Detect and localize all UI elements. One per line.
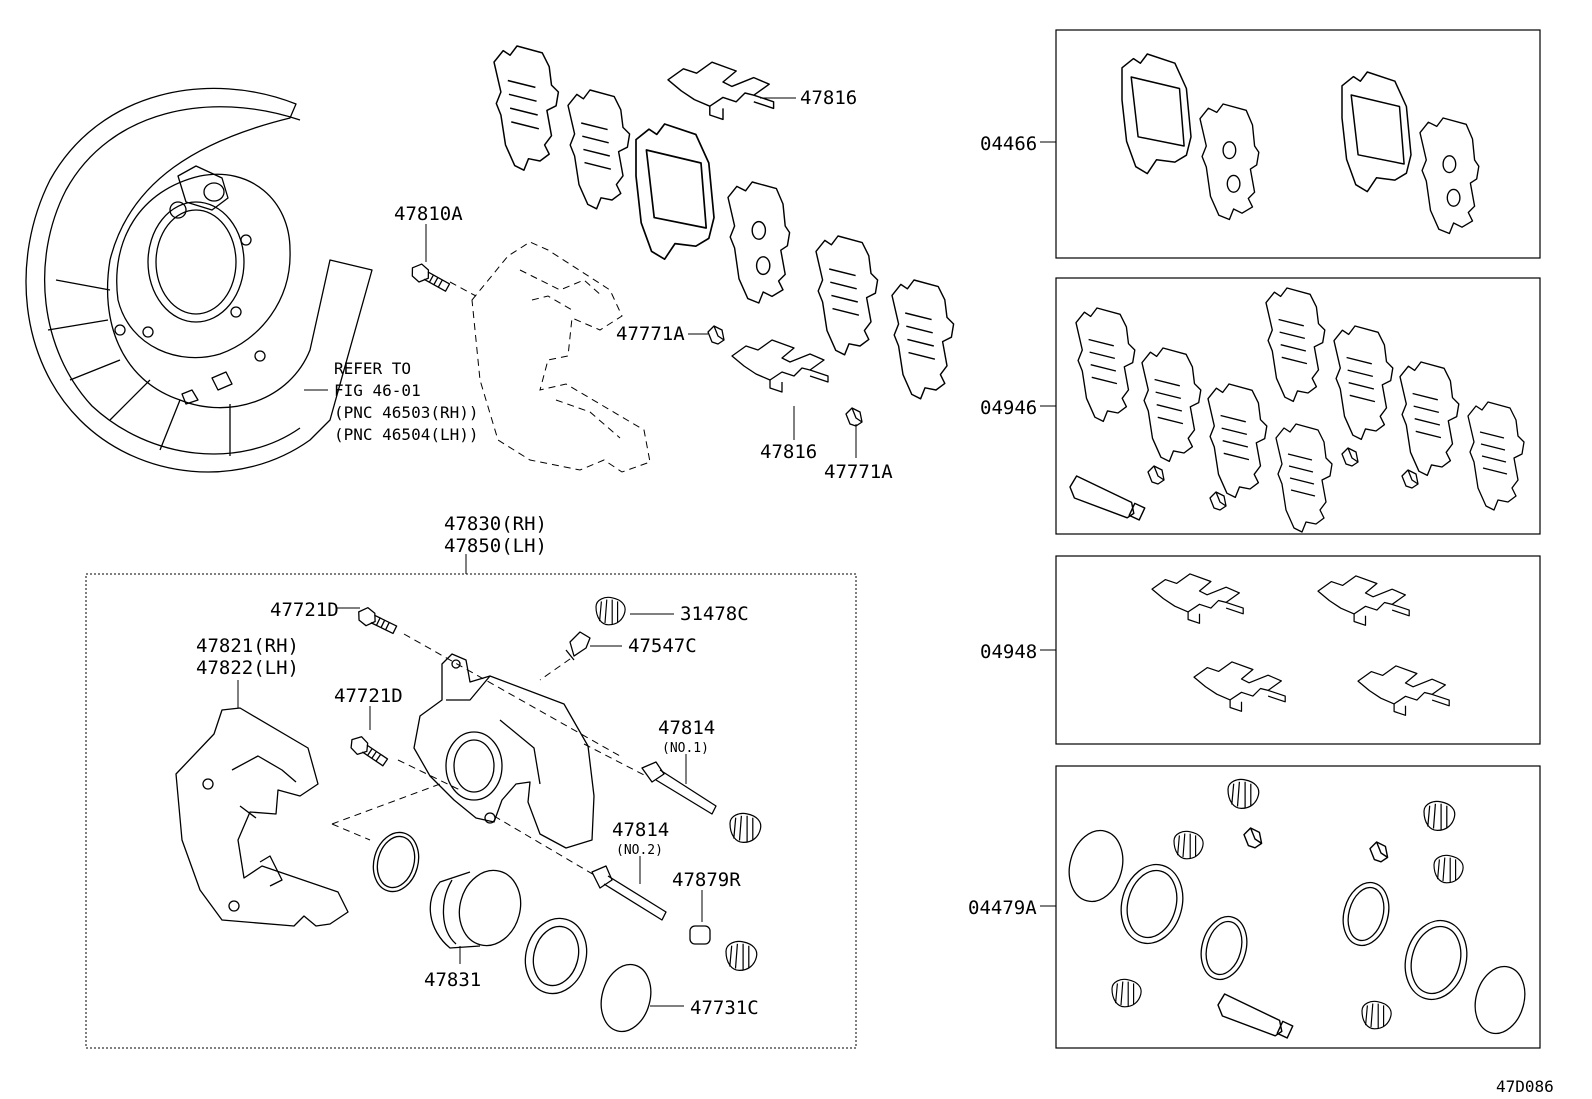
refer-note-line1: REFER TO — [334, 359, 411, 378]
anti-squeal-shim-icon — [1151, 573, 1450, 716]
dust-shield-icon — [25, 87, 373, 473]
label-kit-04948: 04948 — [980, 641, 1037, 663]
label-47816-bottom: 47816 — [760, 441, 817, 463]
label-47721D-mid: 47721D — [334, 685, 403, 707]
plug-icon — [600, 963, 652, 1033]
label-47821: 47821(RH) — [196, 635, 299, 657]
bolt-icon — [408, 261, 477, 297]
kit-04466-box — [1055, 29, 1541, 259]
label-47814-no2-sub: (NO.2) — [616, 843, 663, 858]
label-47731C: 47731C — [690, 997, 759, 1019]
label-47721D-top: 47721D — [270, 599, 339, 621]
piston-seal-icon — [372, 831, 420, 893]
refer-note-line3: (PNC 46503(RH)) — [334, 403, 479, 422]
caliper-mounting-icon — [471, 241, 651, 473]
pad-clip-icon — [707, 325, 863, 427]
label-kit-04466: 04466 — [980, 133, 1037, 155]
label-47810A: 47810A — [394, 203, 463, 225]
seal-kit-icon — [1068, 829, 1526, 1035]
label-47831: 47831 — [424, 969, 481, 991]
label-47814-no1: 47814 — [658, 717, 715, 739]
label-47814-no2: 47814 — [612, 819, 669, 841]
piston-icon — [429, 869, 522, 949]
brake-pad-icon — [493, 45, 955, 400]
label-47814-no1-sub: (NO.1) — [662, 741, 709, 756]
label-47771A-top: 47771A — [616, 323, 685, 345]
label-47879R: 47879R — [672, 869, 741, 891]
caliper-assembly-box — [85, 573, 857, 1049]
label-47547C: 47547C — [628, 635, 697, 657]
guide-pin-icon — [591, 761, 717, 921]
label-47771A-bottom: 47771A — [824, 461, 893, 483]
brake-pad-icon — [1075, 287, 1525, 533]
label-47822: 47822(LH) — [196, 657, 299, 679]
brake-pad-icon — [1121, 53, 1480, 235]
boot-icon — [725, 812, 762, 972]
grease-tube-icon — [1069, 475, 1146, 521]
refer-note-line4: (PNC 46504(LH)) — [334, 425, 479, 444]
kit-04479A-box — [1055, 765, 1541, 1049]
grease-tube-icon — [1217, 993, 1294, 1039]
caliper-cylinder-icon — [413, 653, 595, 849]
kit-04946-box — [1055, 277, 1541, 535]
boot-icon — [1111, 778, 1464, 1030]
label-kit-04479A: 04479A — [968, 897, 1037, 919]
bleeder-cap-icon — [1243, 827, 1389, 863]
pad-clip-icon — [1147, 447, 1419, 511]
caliper-mounting-icon — [175, 707, 349, 927]
dust-boot-icon — [524, 917, 588, 995]
anti-squeal-shim-icon — [667, 61, 829, 393]
kit-04948-box — [1055, 555, 1541, 745]
bushing-icon — [689, 925, 711, 945]
boot-icon — [565, 596, 626, 661]
label-31478C: 31478C — [680, 603, 749, 625]
refer-note-line2: FIG 46-01 — [334, 381, 421, 400]
leader-lines — [237, 97, 1056, 1007]
diagram-code: 47D086 — [1496, 1077, 1554, 1096]
label-47830: 47830(RH) — [444, 513, 547, 535]
label-kit-04946: 04946 — [980, 397, 1037, 419]
label-47850: 47850(LH) — [444, 535, 547, 557]
label-47816-top: 47816 — [800, 87, 857, 109]
